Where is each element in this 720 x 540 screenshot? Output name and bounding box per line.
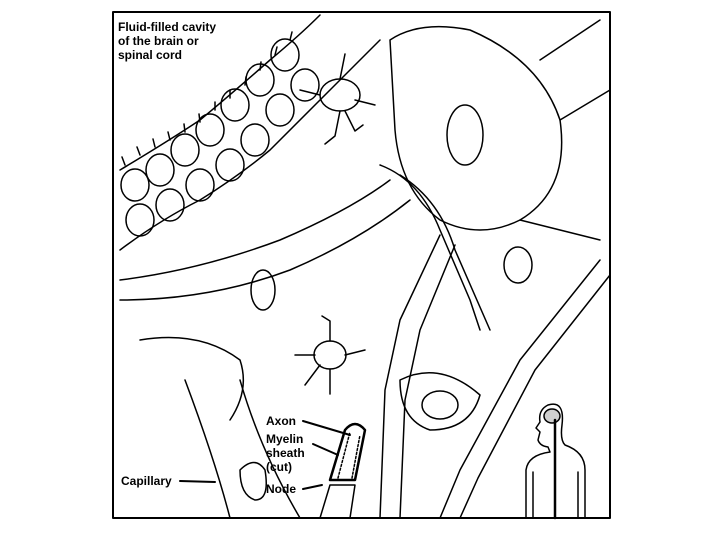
diagram-frame — [112, 11, 611, 519]
ependymal-cells — [119, 14, 381, 251]
capillary — [239, 461, 267, 501]
label-fluid-filled-cavity: Fluid-filled cavity of the brain or spin… — [118, 20, 216, 62]
label-node: Node — [266, 482, 296, 496]
label-axon: Axon — [266, 414, 296, 428]
label-line: (cut) — [266, 460, 292, 474]
label-capillary: Capillary — [121, 474, 172, 488]
myelin-sheath — [319, 422, 367, 519]
label-line: sheath — [266, 446, 305, 460]
astrocyte — [294, 53, 376, 395]
axons-and-processes — [119, 164, 611, 519]
human-figure-icon — [525, 403, 586, 520]
label-line: spinal cord — [118, 48, 183, 62]
label-line: of the brain or — [118, 34, 199, 48]
leader-lines — [179, 420, 351, 490]
label-line: Fluid-filled cavity — [118, 20, 217, 34]
label-line: Myelin — [266, 432, 304, 446]
neuron-cell-bodies — [250, 19, 611, 431]
label-myelin-sheath: Myelin sheath (cut) — [266, 432, 305, 474]
